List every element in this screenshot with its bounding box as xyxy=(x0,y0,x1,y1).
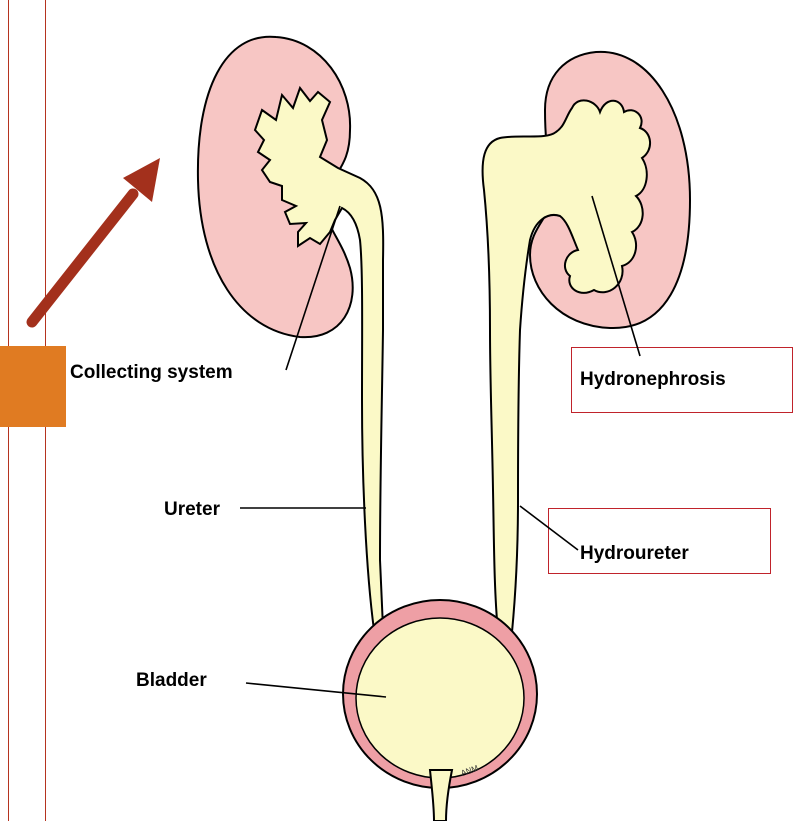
leader-hydroureter xyxy=(520,506,578,550)
pointer-arrow xyxy=(32,158,160,322)
label-hydroureter: Hydroureter xyxy=(580,543,689,564)
bladder-group: ANM xyxy=(343,600,537,821)
label-hydronephrosis: Hydronephrosis xyxy=(580,369,726,390)
label-collecting-system: Collecting system xyxy=(70,362,233,383)
label-ureter: Ureter xyxy=(164,499,221,520)
label-bladder: Bladder xyxy=(136,670,207,691)
collecting-system xyxy=(255,88,383,630)
